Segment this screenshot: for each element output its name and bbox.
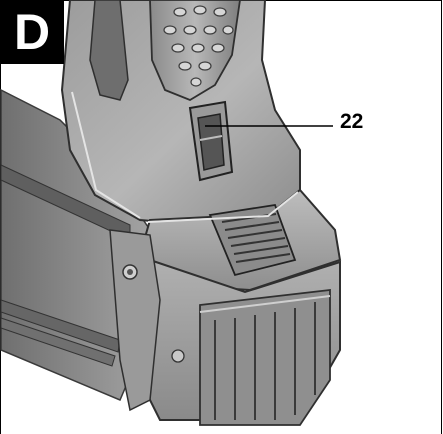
tool-housing xyxy=(60,0,301,227)
callout-label-22: 22 xyxy=(340,110,364,133)
release-slot xyxy=(188,100,234,182)
battery-release-button xyxy=(208,203,297,277)
rubber-grip xyxy=(149,0,241,102)
frame-right-border xyxy=(441,0,442,434)
panel-label-badge: D xyxy=(0,0,64,64)
battery-bottom-ribs xyxy=(199,288,331,426)
highlight-edges xyxy=(71,91,299,223)
battery-side-panel xyxy=(0,88,151,401)
